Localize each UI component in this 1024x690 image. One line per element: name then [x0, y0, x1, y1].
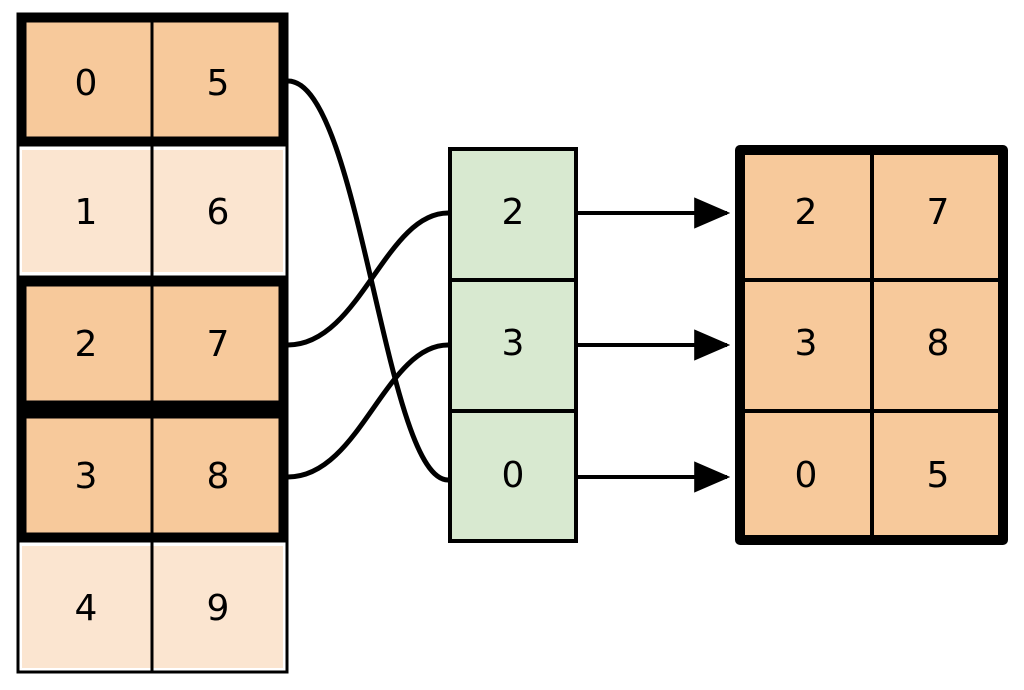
- result-arrows: [578, 197, 731, 493]
- source-cell-3-1: 8: [207, 456, 230, 497]
- source-cell-2-1: 7: [207, 324, 230, 365]
- connector-curves: [285, 78, 451, 483]
- result-cell-0-0: 2: [795, 192, 818, 233]
- result-table-outline: [735, 145, 1008, 545]
- index-cell-0: 2: [502, 192, 525, 233]
- link-source-row-2-to-index-0: [285, 210, 451, 348]
- source-row-0-highlight: [17, 13, 288, 146]
- result-grid-lines: [740, 150, 1003, 540]
- source-cell-1-0: 1: [75, 192, 98, 233]
- result-table: 2 7 3 8 0 5: [735, 145, 1008, 545]
- index-column-grid: [448, 147, 578, 543]
- source-table: 0 5 1 6 2 7 3 8 4 9: [16, 12, 289, 674]
- result-cell-1-1: 8: [927, 323, 950, 364]
- source-highlight-outlines: [17, 13, 288, 542]
- index-cell-2: 0: [502, 455, 525, 496]
- index-cell-1: 3: [502, 323, 525, 364]
- source-cell-3-0: 3: [75, 456, 98, 497]
- index-column-background: [450, 149, 576, 541]
- source-cell-4-0: 4: [75, 588, 98, 629]
- result-cell-2-0: 0: [795, 455, 818, 496]
- source-cell-0-1: 5: [207, 63, 230, 104]
- result-cell-0-1: 7: [927, 192, 950, 233]
- source-row-2-highlight: [17, 277, 288, 410]
- result-cell-2-1: 5: [927, 455, 950, 496]
- source-cell-1-1: 6: [207, 192, 230, 233]
- link-source-row-3-to-index-1: [285, 342, 451, 480]
- result-cell-1-0: 3: [795, 323, 818, 364]
- source-cell-0-0: 0: [75, 63, 98, 104]
- index-column: 2 3 0: [448, 147, 578, 543]
- source-cell-2-0: 2: [75, 324, 98, 365]
- source-cell-4-1: 9: [207, 588, 230, 629]
- source-row-3-highlight: [17, 409, 288, 542]
